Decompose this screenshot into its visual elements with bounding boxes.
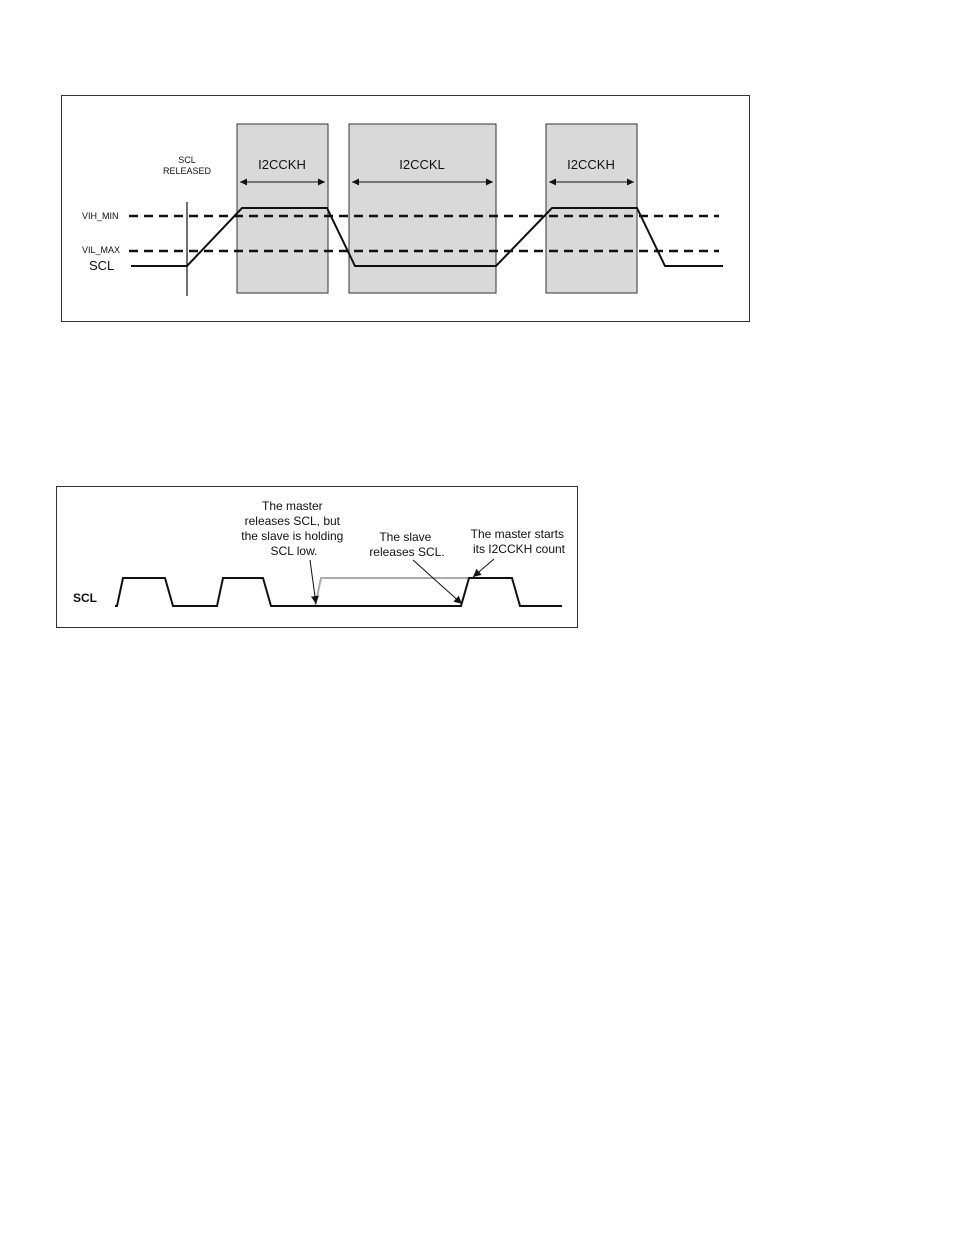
annotation-master-count: The master starts its I2CCKH count	[471, 527, 568, 556]
master-release-trace	[315, 578, 469, 606]
scl-stretch-waveform	[115, 578, 562, 606]
annotation-slave-release-line2: releases SCL.	[369, 545, 444, 559]
vih-min-label: VIH_MIN	[82, 211, 119, 221]
scl-clock-stretch-svg: SCL The master releases SCL, but the sla…	[57, 487, 577, 627]
scl-released-label-line2: RELEASED	[163, 166, 212, 176]
annotation-master-count-line1: The master starts	[471, 527, 564, 541]
annotation-master-count-line2: its I2CCKH count	[473, 542, 566, 556]
scl-signal-label: SCL	[89, 258, 114, 273]
interval-label-i2cckh-2: I2CCKH	[567, 157, 615, 172]
scl-threshold-timing-svg: I2CCKH I2CCKL I2CCKH VIH_MIN VIL_MAX SCL…	[62, 96, 749, 321]
interval-label-i2cckl: I2CCKL	[399, 157, 445, 172]
annotation-master-release-arrow	[310, 560, 316, 604]
annotation-slave-release-line1: The slave	[379, 530, 431, 544]
annotation-master-release-line4: SCL low.	[271, 544, 318, 558]
annotation-master-release-line2: releases SCL, but	[245, 514, 341, 528]
annotation-master-release-line1: The master	[262, 499, 323, 513]
scl-released-label-line1: SCL	[178, 155, 196, 165]
scl-stretch-signal-label: SCL	[73, 591, 97, 605]
interval-label-i2cckh-1: I2CCKH	[258, 157, 306, 172]
annotation-master-count-arrow	[473, 559, 494, 577]
annotation-slave-release: The slave releases SCL.	[369, 530, 444, 559]
annotation-slave-release-arrow	[413, 560, 462, 604]
vil-max-label: VIL_MAX	[82, 245, 120, 255]
scl-threshold-timing-figure: I2CCKH I2CCKL I2CCKH VIH_MIN VIL_MAX SCL…	[61, 95, 750, 322]
annotation-master-release: The master releases SCL, but the slave i…	[241, 499, 346, 558]
interval-box-i2cckl	[349, 124, 496, 293]
scl-clock-stretch-figure: SCL The master releases SCL, but the sla…	[56, 486, 578, 628]
annotation-master-release-line3: the slave is holding	[241, 529, 343, 543]
